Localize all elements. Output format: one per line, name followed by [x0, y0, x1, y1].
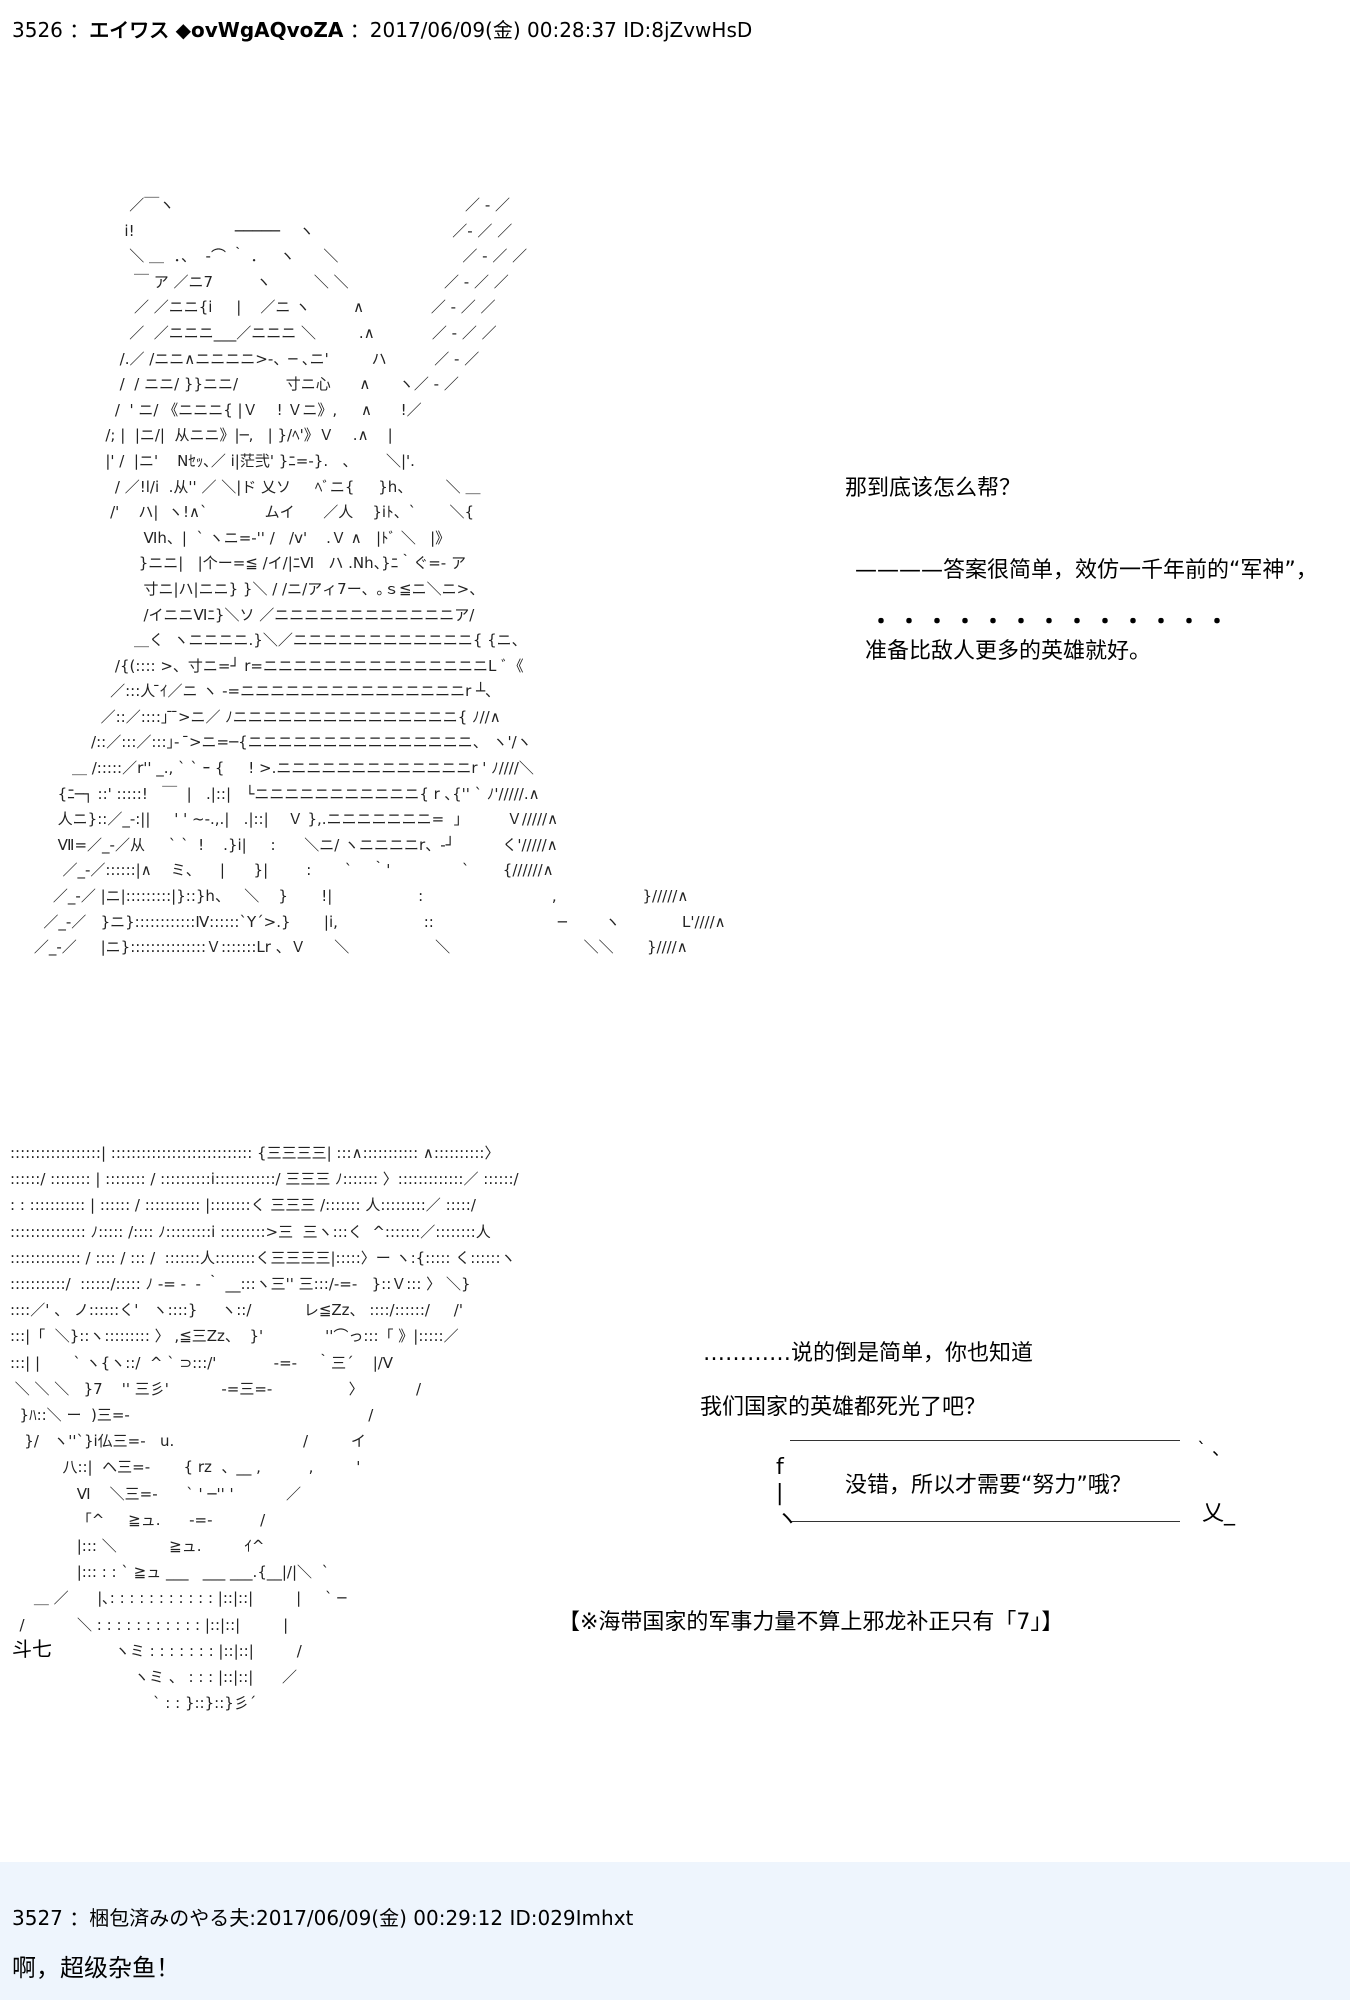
post-id[interactable]: ID:8jZvwHsD: [623, 18, 753, 42]
post-3526: 3526 ：エイワス ◆ovWgAQvoZA ：2017/06/09(金) 00…: [10, 18, 1318, 1713]
poster-trip: ◆ovWgAQvoZA: [175, 18, 344, 42]
art-side-label: 斗七: [12, 1637, 52, 1661]
post-date: 2017/06/09(金) 00:28:37: [369, 18, 617, 42]
post-header: 3527 ：梱包済みのやる夫:2017/06/09(金) 00:29:12 ID…: [12, 1906, 634, 1930]
bubble-text: 没错，所以才需要“努力”哦？: [845, 1473, 1132, 1498]
speech-line: 我们国家的英雄都死光了吧？: [700, 1395, 987, 1420]
speech-line: …………说的倒是简单，你也知道: [703, 1341, 1034, 1366]
post-3527: 3527 ：梱包済みのやる夫:2017/06/09(金) 00:29:12 ID…: [0, 1862, 1350, 2000]
narration-note: 【※海带国家的军事力量不算上邪龙补正只有「7」】: [558, 1610, 1064, 1635]
bubble-tail: 乂_: [1201, 1501, 1235, 1526]
ascii-art-character-top: ／￣ヽ ／ ‐ ／ i! ───── ヽ ／‐ ／ ／ ＼ ＿ ．、 ‐⌒: [33, 196, 726, 957]
poster-name: エイワス: [89, 18, 170, 42]
speech-bubble: f|ヽ ` 、 乂_ 没错，所以才需要“努力”哦？: [776, 1439, 1235, 1532]
post-body: 啊，超级杂鱼！: [12, 1954, 180, 1982]
post-date: 2017/06/09(金) 00:29:12: [256, 1906, 504, 1930]
bubble-corner: ` 、: [1197, 1439, 1230, 1460]
post-id[interactable]: ID:029Imhxt: [509, 1906, 634, 1930]
post-number[interactable]: 3526: [12, 18, 63, 42]
speech-line: ————答案很简单，效仿一千年前的“军神”，: [855, 558, 1318, 583]
speech-line: 那到底该怎么帮？: [845, 476, 1022, 501]
ascii-art-character-bottom: ::::::::::::::::::| ::::::::::::::::::::…: [10, 1144, 519, 1713]
speech-dots: ・・・・・・・・・・・・・: [870, 610, 1235, 635]
bubble-left-edge: f|ヽ: [776, 1455, 799, 1532]
poster-name: 梱包済みのやる夫: [89, 1906, 250, 1930]
post-number[interactable]: 3527: [12, 1906, 63, 1930]
post-header: 3526 ：エイワス ◆ovWgAQvoZA ：2017/06/09(金) 00…: [12, 18, 753, 42]
speech-line: 准备比敌人更多的英雄就好。: [865, 639, 1152, 664]
